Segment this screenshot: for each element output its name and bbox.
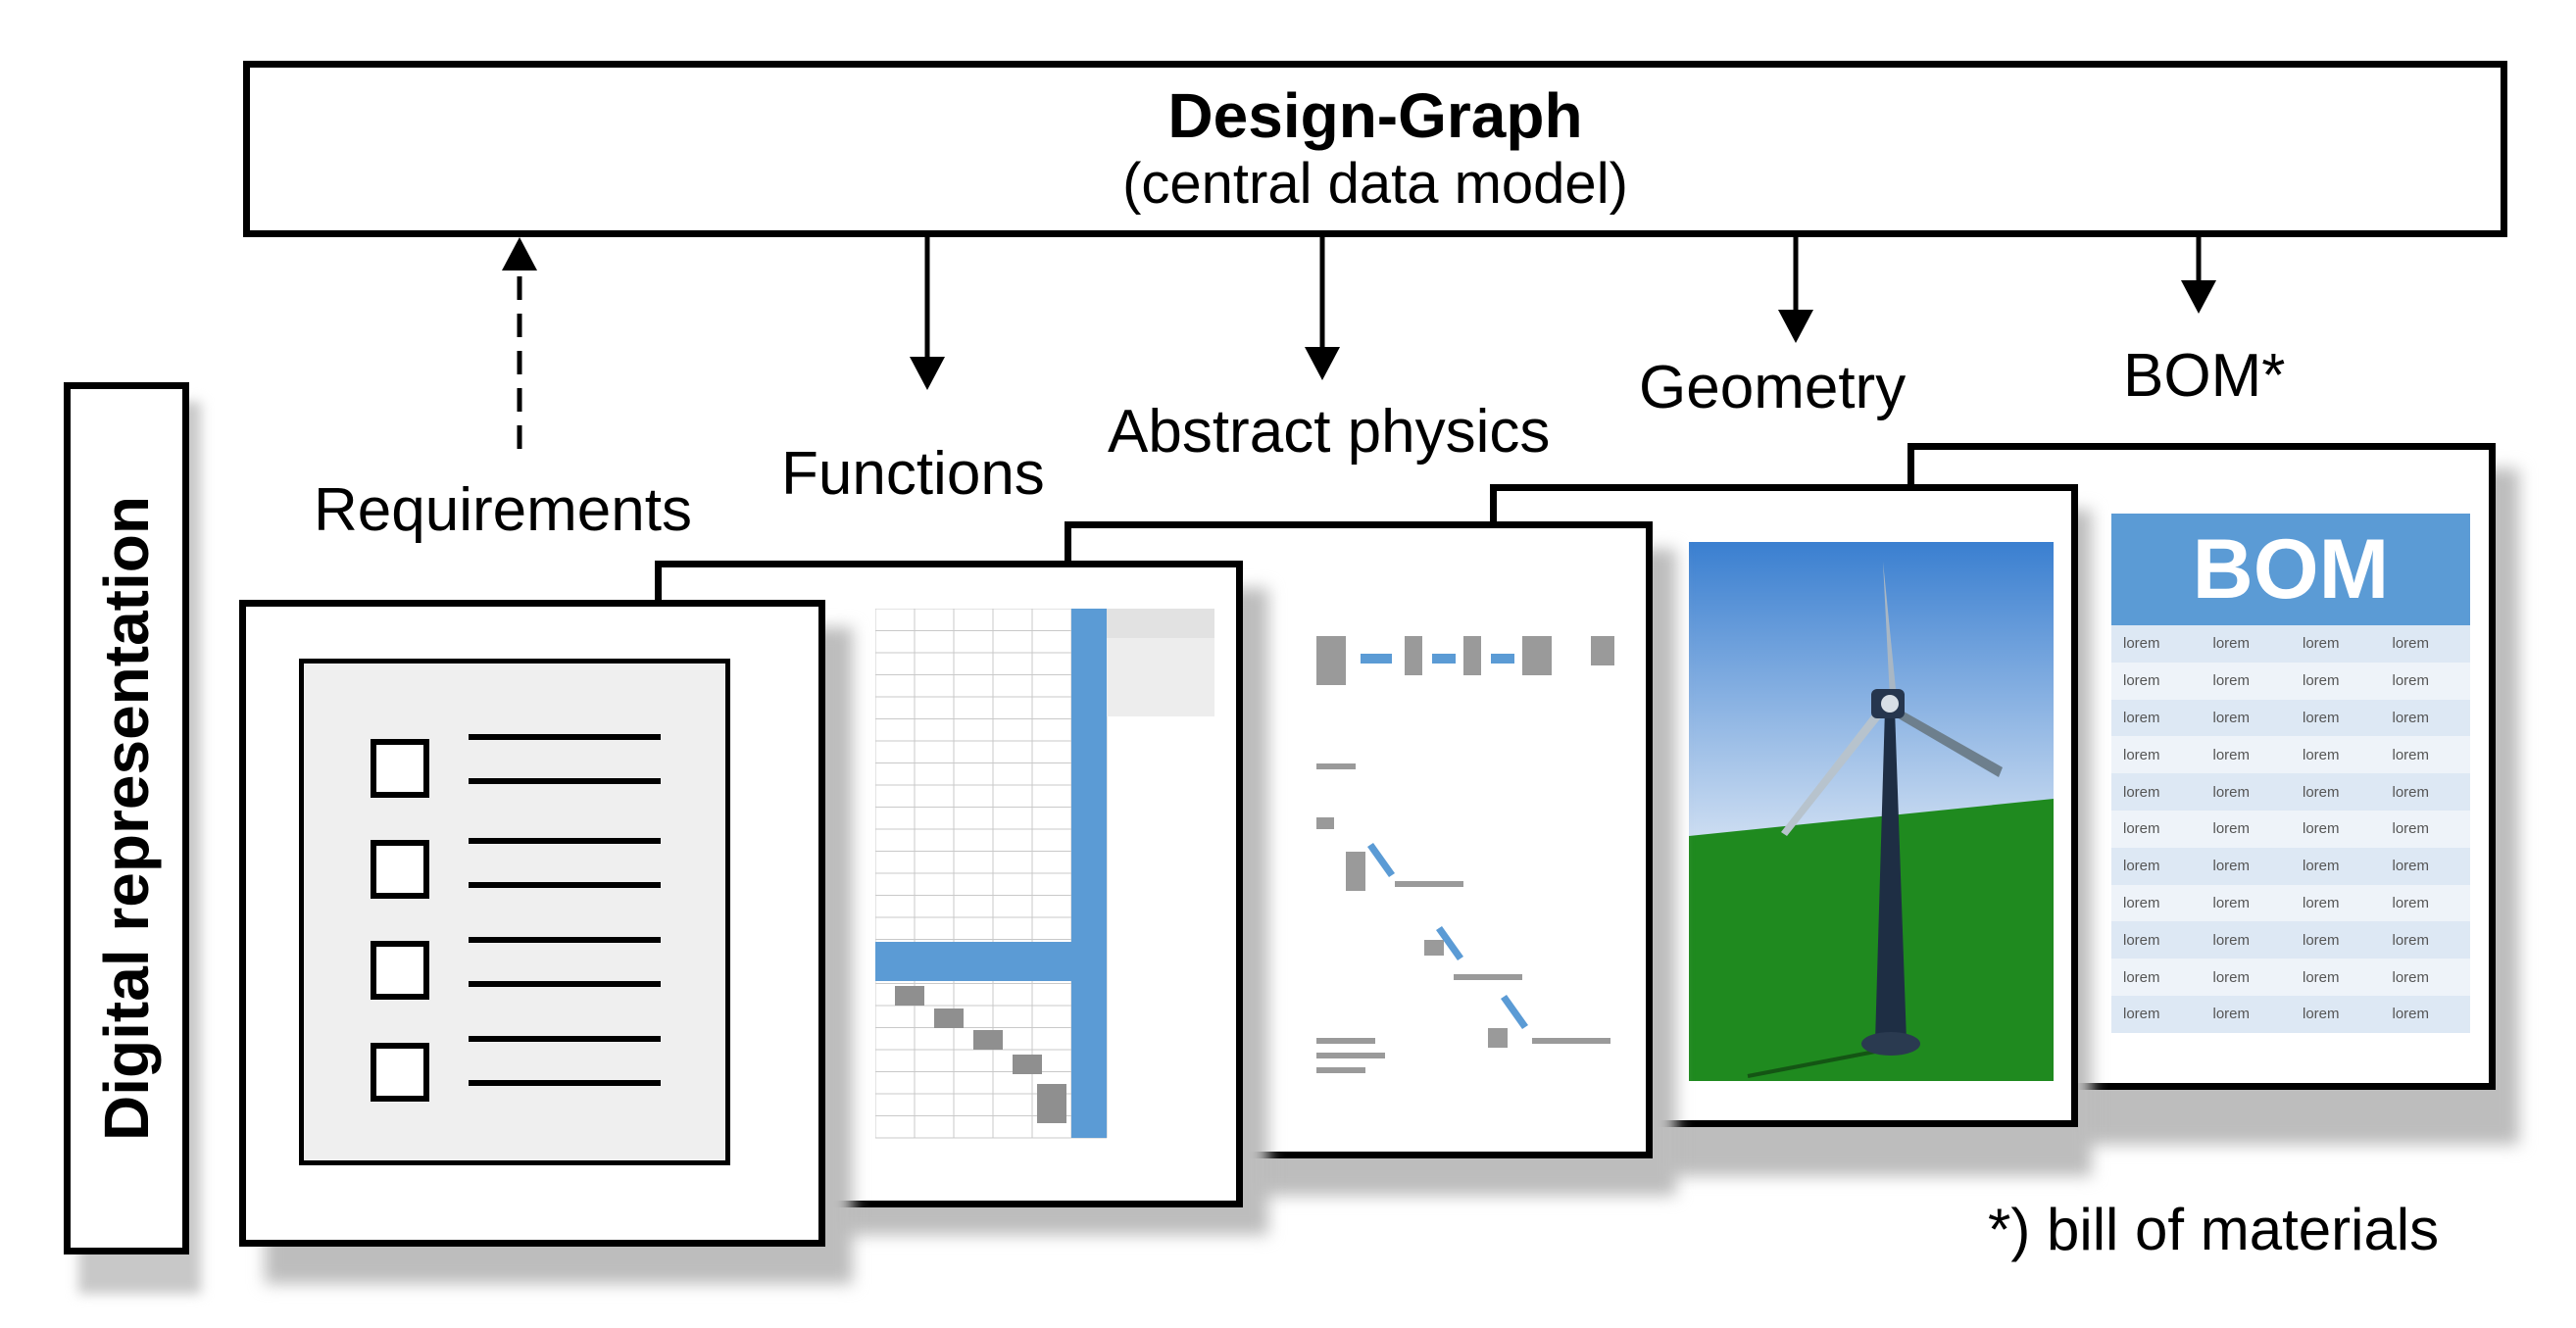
functions-matrix — [875, 609, 1214, 1139]
checkbox-2 — [371, 840, 429, 899]
bom-table-cell: lorem — [2123, 858, 2160, 875]
bom-table-row: lorem lorem lorem lorem — [2111, 884, 2470, 922]
bom-table-cell: lorem — [2212, 894, 2251, 911]
bom-table-cell: lorem — [2212, 968, 2251, 986]
design-graph-subtitle: (central data model) — [1122, 152, 1628, 217]
checkbox-1 — [371, 739, 429, 798]
bom-table-cell: lorem — [2303, 968, 2340, 986]
bom-table-cell: lorem — [2212, 746, 2251, 763]
bom-table-cell: lorem — [2392, 672, 2430, 690]
design-graph-title: Design-Graph — [1167, 79, 1583, 151]
bom-table-row: lorem lorem lorem lorem — [2111, 810, 2470, 848]
bom-table-header: BOM — [2111, 514, 2470, 625]
bom-table-cell: lorem — [2123, 672, 2160, 690]
bom-table-row: lorem lorem lorem lorem — [2111, 959, 2470, 996]
bom-table-cell: lorem — [2123, 820, 2160, 838]
bom-table-cell: lorem — [2212, 672, 2251, 690]
bom-table-cell: lorem — [2392, 858, 2430, 875]
bom-table-cell: lorem — [2392, 783, 2430, 801]
bom-table-cell: lorem — [2123, 709, 2160, 726]
bom-table-cell: lorem — [2123, 1006, 2160, 1023]
bom-table-cell: lorem — [2212, 1006, 2251, 1023]
digital-representation-box: Digital representation — [64, 382, 189, 1254]
bom-table-row: lorem lorem lorem lorem — [2111, 699, 2470, 737]
bom-table-cell: lorem — [2123, 635, 2160, 653]
physics-sketch — [1316, 636, 1614, 1073]
bom-table-cell: lorem — [2392, 1006, 2430, 1023]
bom-table-cell: lorem — [2303, 931, 2340, 949]
bom-table-cell: lorem — [2392, 746, 2430, 763]
bom-table-cell: lorem — [2123, 968, 2160, 986]
bom-table-cell: lorem — [2303, 858, 2340, 875]
bom-table-cell: lorem — [2212, 858, 2251, 875]
bom-table-cell: lorem — [2212, 783, 2251, 801]
bom-table-cell: lorem — [2303, 635, 2340, 653]
checkbox-4 — [371, 1043, 429, 1102]
bom-table-row: lorem lorem lorem lorem — [2111, 773, 2470, 811]
bom-table-cell: lorem — [2123, 746, 2160, 763]
checkbox-3 — [371, 941, 429, 1000]
bom-table-row: lorem lorem lorem lorem — [2111, 847, 2470, 885]
bom-table-cell: lorem — [2123, 894, 2160, 911]
bom-table-cell: lorem — [2392, 635, 2430, 653]
bom-table-cell: lorem — [2212, 820, 2251, 838]
bom-table-cell: lorem — [2392, 709, 2430, 726]
bom-table-row: lorem lorem lorem lorem — [2111, 995, 2470, 1033]
bom-table-cell: lorem — [2303, 746, 2340, 763]
bom-table-row: lorem lorem lorem lorem — [2111, 662, 2470, 700]
checklist-icon — [299, 659, 730, 1165]
bom-table-cell: lorem — [2392, 820, 2430, 838]
bom-table-cell: lorem — [2392, 894, 2430, 911]
bom-table-cell: lorem — [2392, 968, 2430, 986]
bom-table-row: lorem lorem lorem lorem — [2111, 921, 2470, 959]
bom-table-cell: lorem — [2303, 1006, 2340, 1023]
digital-representation-label: Digital representation — [91, 496, 162, 1141]
requirements-label: Requirements — [314, 476, 692, 544]
bom-table-cell: lorem — [2303, 820, 2340, 838]
functions-label: Functions — [781, 440, 1045, 508]
bom-table-row: lorem lorem lorem lorem — [2111, 625, 2470, 663]
bom-table-cell: lorem — [2123, 931, 2160, 949]
bom-table-cell: lorem — [2303, 672, 2340, 690]
abstract-physics-label: Abstract physics — [1108, 398, 1551, 466]
bom-table-cell: lorem — [2212, 709, 2251, 726]
footnote: *) bill of materials — [1988, 1197, 2440, 1262]
geometry-label: Geometry — [1639, 354, 1907, 421]
wind-turbine-image — [1689, 542, 2054, 1081]
bom-table-cell: lorem — [2212, 635, 2251, 653]
bom-table-cell: lorem — [2303, 783, 2340, 801]
bom-table-cell: lorem — [2303, 709, 2340, 726]
bom-table-cell: lorem — [2303, 894, 2340, 911]
bom-table-row: lorem lorem lorem lorem — [2111, 736, 2470, 774]
bom-table-cell: lorem — [2123, 783, 2160, 801]
bom-label: BOM* — [2123, 342, 2286, 410]
requirements-arrowhead — [502, 237, 537, 271]
bom-table-cell: lorem — [2392, 931, 2430, 949]
bom-table-cell: lorem — [2212, 931, 2251, 949]
design-graph-box: Design-Graph (central data model) — [243, 61, 2507, 237]
